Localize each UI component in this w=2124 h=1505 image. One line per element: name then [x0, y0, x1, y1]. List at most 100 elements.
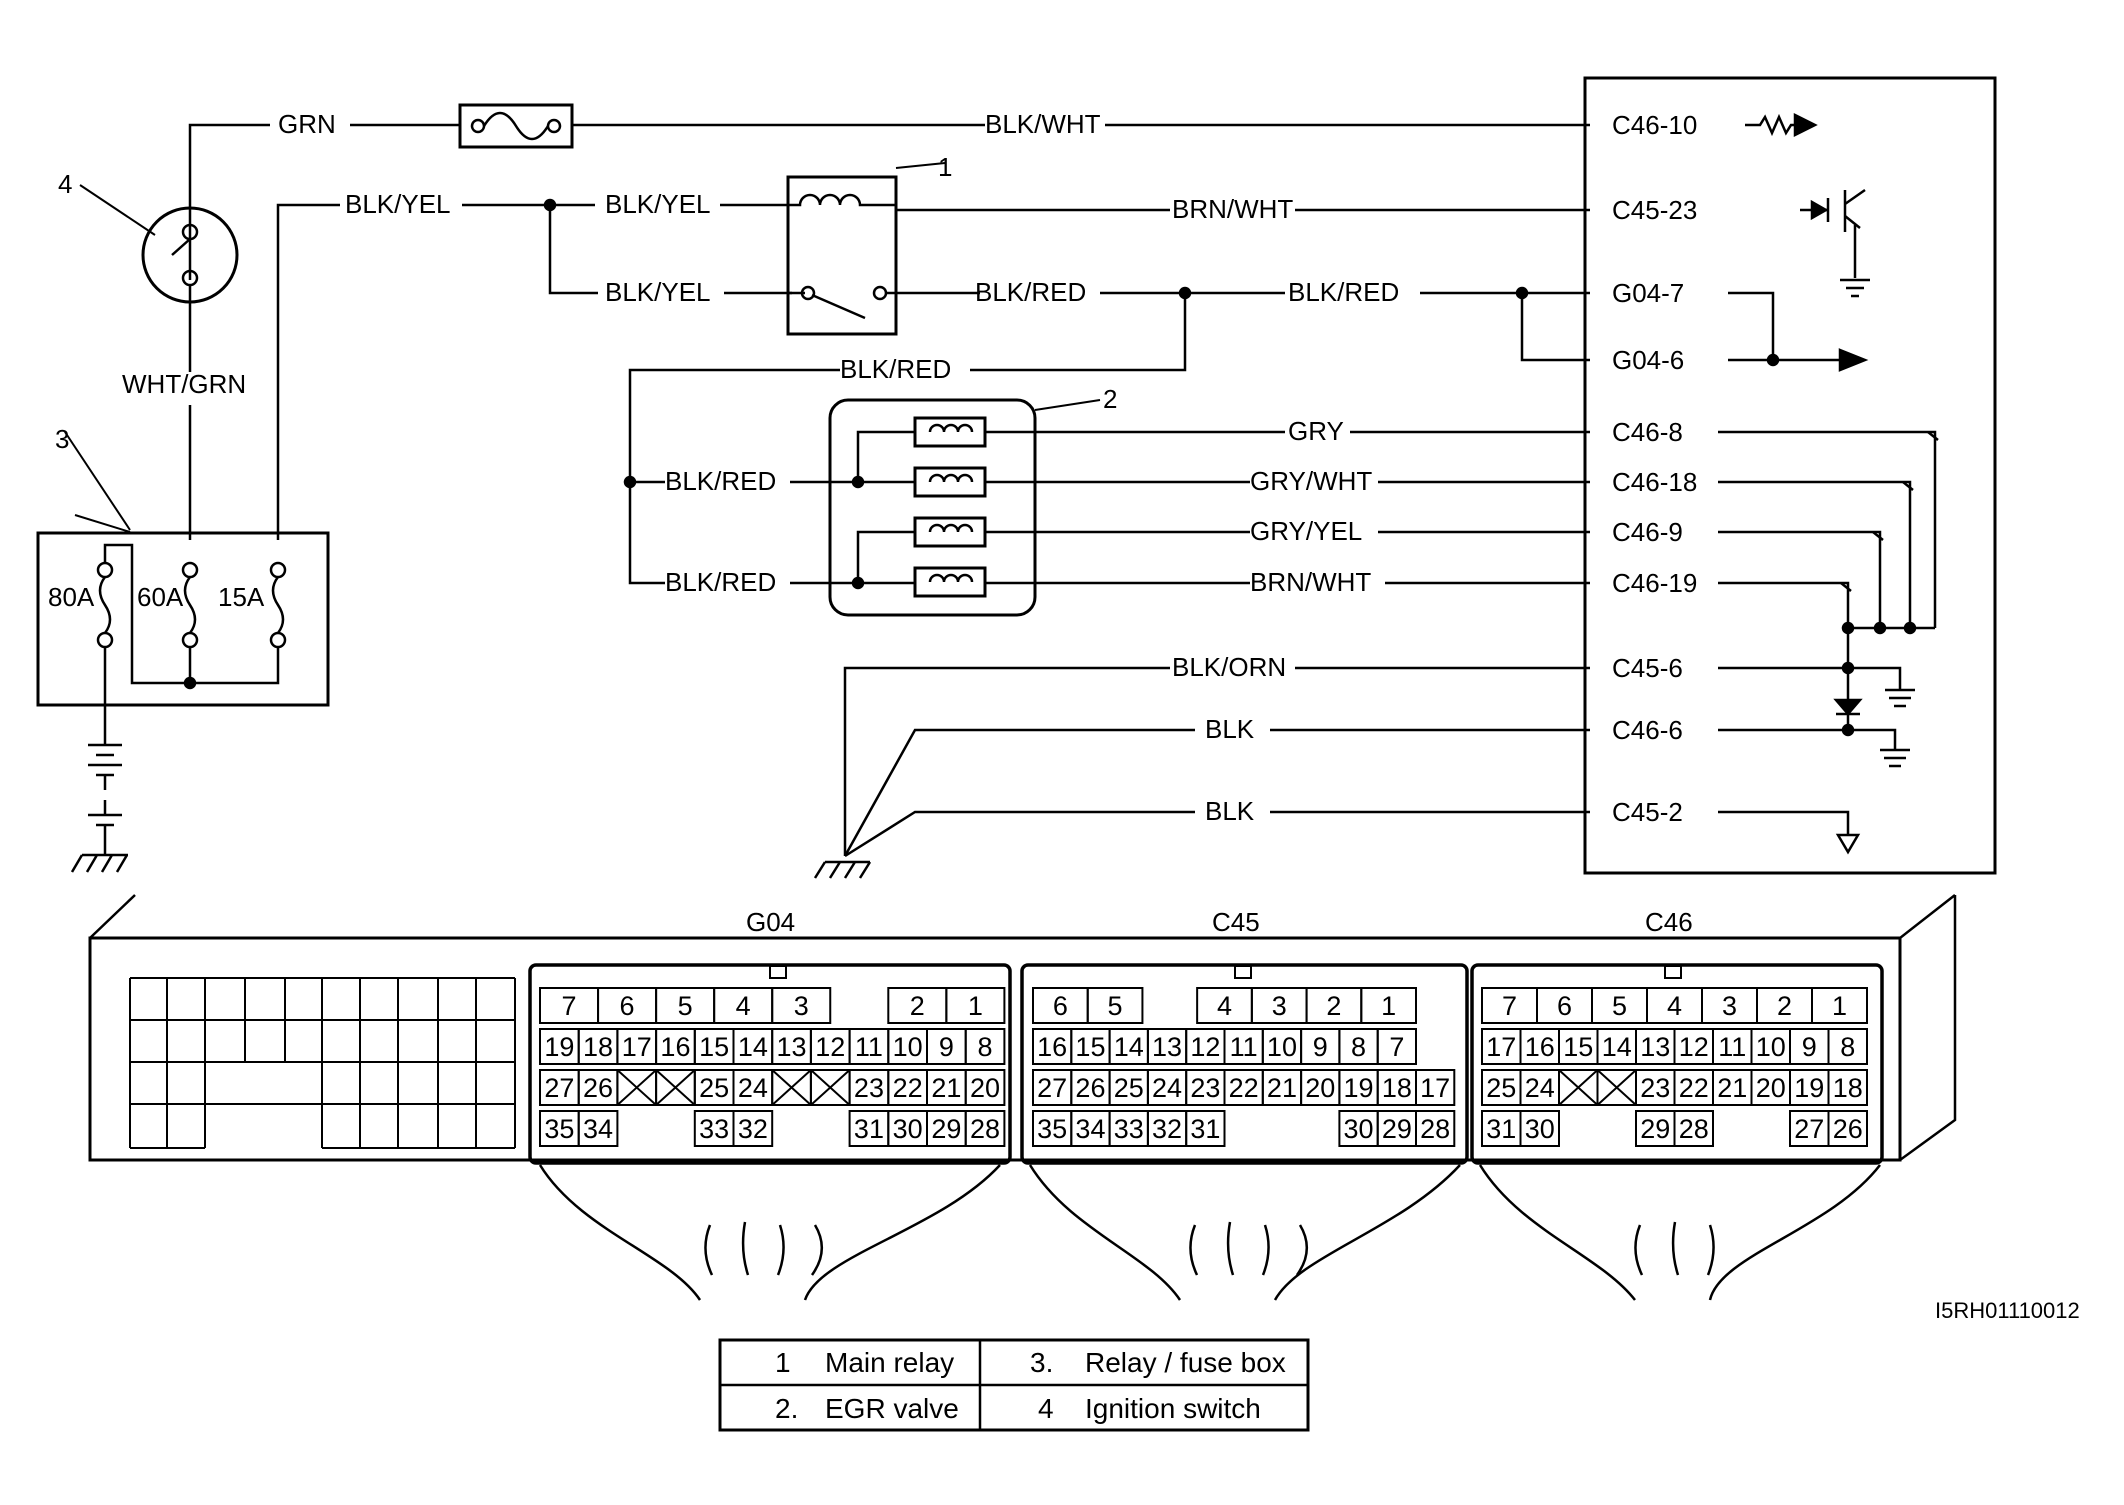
pin-number-c46: 29: [1640, 1114, 1670, 1144]
ecm-pin-g04-6: G04-6: [1612, 345, 1684, 375]
pin-number-c45: 27: [1037, 1073, 1067, 1103]
wire-blk-orn: [843, 666, 1590, 856]
pin-number-g04: 19: [544, 1032, 574, 1062]
pin-number-c46: 24: [1525, 1073, 1555, 1103]
pin-number-c46: 30: [1525, 1114, 1555, 1144]
pin-number-c45: 30: [1344, 1114, 1374, 1144]
pin-number-g04: 6: [620, 991, 635, 1021]
callout-2: 2: [1103, 384, 1117, 414]
pin-number-c45: 17: [1420, 1073, 1450, 1103]
pin-cell-c46: [1827, 1069, 1868, 1106]
pin-number-g04: 10: [893, 1032, 923, 1062]
pin-cell-g04: [771, 987, 832, 1024]
pin-number-c45: 32: [1152, 1114, 1182, 1144]
pin-number-g04: 8: [978, 1032, 993, 1062]
pin-number-c45: 25: [1114, 1073, 1144, 1103]
blank-pin-c46: [1596, 1069, 1637, 1106]
pin-cell-c46: [1673, 1110, 1714, 1147]
pin-cell-c45: [1415, 1110, 1456, 1147]
main-relay: [786, 175, 898, 336]
pin-number-g04: 25: [699, 1073, 729, 1103]
pin-number-g04: 3: [794, 991, 809, 1021]
pin-cell-c46: [1519, 1110, 1560, 1147]
pin-number-c45: 13: [1152, 1032, 1182, 1062]
label-blk-b: BLK: [1205, 796, 1255, 826]
pin-number-c46: 8: [1840, 1032, 1855, 1062]
pin-number-c46: 9: [1802, 1032, 1817, 1062]
legend-num-2: 2.: [775, 1393, 798, 1424]
pin-number-g04: 35: [544, 1114, 574, 1144]
label-gry-wht: GRY/WHT: [1250, 466, 1372, 496]
pin-number-c46: 23: [1640, 1073, 1670, 1103]
pin-number-c46: 31: [1486, 1114, 1516, 1144]
pin-number-c46: 4: [1667, 991, 1682, 1021]
pin-number-c45: 12: [1190, 1032, 1220, 1062]
label-blk-wht: BLK/WHT: [985, 109, 1101, 139]
pin-number-c46: 22: [1679, 1073, 1709, 1103]
pin-number-c45: 35: [1037, 1114, 1067, 1144]
pin-number-g04: 33: [699, 1114, 729, 1144]
wire-blk-1: [843, 728, 1590, 857]
pin-number-c45: 29: [1382, 1114, 1412, 1144]
pin-number-c45: 8: [1351, 1032, 1366, 1062]
pin-number-c45: 3: [1272, 991, 1287, 1021]
pin-number-g04: 17: [622, 1032, 652, 1062]
label-blk-yel-b: BLK/YEL: [605, 189, 711, 219]
pin-number-g04: 28: [970, 1114, 1000, 1144]
ecm-pin-c46-19: C46-19: [1612, 568, 1697, 598]
pin-number-c46: 18: [1833, 1073, 1863, 1103]
pin-number-c46: 28: [1679, 1114, 1709, 1144]
pin-number-g04: 23: [854, 1073, 884, 1103]
pin-number-g04: 13: [777, 1032, 807, 1062]
pin-cell-g04: [577, 1110, 619, 1147]
ecm-pin-g04-7: G04-7: [1612, 278, 1684, 308]
legend-num-4: 4: [1038, 1393, 1054, 1424]
callout-3: 3: [55, 424, 69, 454]
pin-number-g04: 26: [583, 1073, 613, 1103]
pin-number-c46: 3: [1722, 991, 1737, 1021]
pin-cell-g04: [945, 987, 1006, 1024]
pin-number-c45: 4: [1217, 991, 1232, 1021]
ecm-pin-c46-10: C46-10: [1612, 110, 1697, 140]
pin-number-g04: 34: [583, 1114, 613, 1144]
ecm-box: [1583, 76, 1997, 875]
legend-label-3: Relay / fuse box: [1085, 1347, 1286, 1378]
label-blk-red-a: BLK/RED: [975, 277, 1086, 307]
pin-cell-c45: [1185, 1110, 1226, 1147]
pin-cell-g04: [964, 1069, 1006, 1106]
legend-num-3: 3.: [1030, 1347, 1053, 1378]
pin-number-g04: 24: [738, 1073, 768, 1103]
reference-code: I5RH01110012: [1935, 1298, 2080, 1323]
pin-cell-c46: [1827, 1028, 1868, 1065]
connector-c46-name: C46: [1645, 907, 1693, 937]
left-connector-grid: [129, 977, 516, 1149]
ecm-pin-c45-2: C45-2: [1612, 797, 1683, 827]
legend-num-1: 1: [775, 1347, 791, 1378]
legend-label-2: EGR valve: [825, 1393, 959, 1424]
callout-1: 1: [938, 152, 952, 182]
pin-number-c46: 13: [1640, 1032, 1670, 1062]
pin-number-g04: 16: [660, 1032, 690, 1062]
blank-pin-g04: [771, 1069, 812, 1106]
pin-cell-g04: [964, 1110, 1006, 1147]
label-gry: GRY: [1288, 416, 1344, 446]
pin-number-g04: 4: [736, 991, 751, 1021]
pin-cell-c45: [1415, 1069, 1456, 1106]
ecm-pin-c46-8: C46-8: [1612, 417, 1683, 447]
pin-number-c46: 7: [1502, 991, 1517, 1021]
pin-number-c45: 1: [1381, 991, 1396, 1021]
pin-number-c46: 19: [1794, 1073, 1824, 1103]
pin-number-c45: 31: [1190, 1114, 1220, 1144]
pin-number-c45: 6: [1053, 991, 1068, 1021]
pin-number-g04: 15: [699, 1032, 729, 1062]
pin-cell-c45: [1360, 987, 1418, 1024]
pin-number-g04: 2: [910, 991, 925, 1021]
pin-number-c46: 21: [1717, 1073, 1747, 1103]
pin-cell-c45: [1086, 987, 1144, 1024]
legend-label-4: Ignition switch: [1085, 1393, 1261, 1424]
pin-number-c45: 28: [1420, 1114, 1450, 1144]
pin-number-c45: 5: [1108, 991, 1123, 1021]
pin-number-c45: 18: [1382, 1073, 1412, 1103]
label-blk-red-e: BLK/RED: [665, 567, 776, 597]
